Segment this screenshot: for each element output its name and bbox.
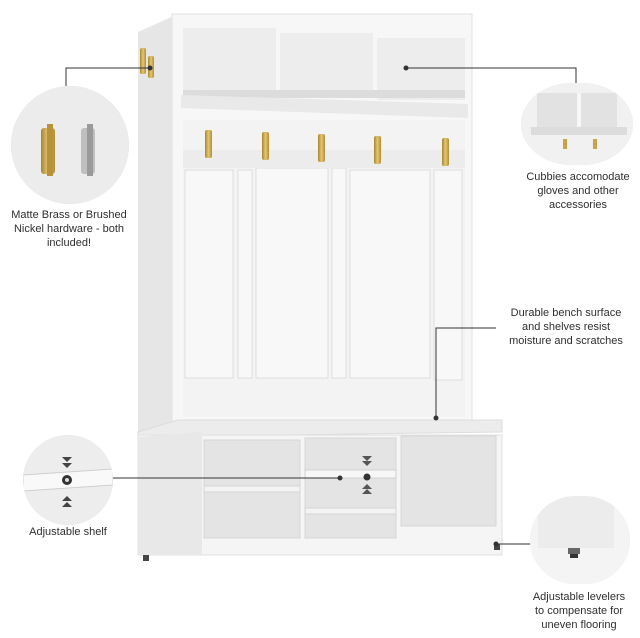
upper-shelf xyxy=(181,95,468,118)
back-panel-boards xyxy=(184,167,463,381)
hardware-caption: Matte Brass or Brushed Nickel hardware -… xyxy=(11,209,127,249)
coat-hooks xyxy=(140,48,449,166)
foot xyxy=(494,544,500,550)
cubbies-caption: Cubbies accomodate gloves and other acce… xyxy=(526,171,630,211)
bench-adjustable-shelf xyxy=(304,469,397,479)
levelers-caption: Adjustable levelers to compensate for un… xyxy=(532,591,626,631)
bench-caption: Durable bench surface and shelves resist… xyxy=(509,307,623,347)
cubbies-inset xyxy=(521,83,633,165)
shelf-inset xyxy=(23,435,113,525)
top-cubbies xyxy=(183,28,465,100)
side-panel xyxy=(138,14,178,432)
foot xyxy=(143,555,149,561)
leveler-inset xyxy=(530,496,630,584)
hardware-inset xyxy=(11,86,129,204)
shelf-arrow-icons xyxy=(362,456,372,494)
shelf-caption: Adjustable shelf xyxy=(29,526,107,538)
